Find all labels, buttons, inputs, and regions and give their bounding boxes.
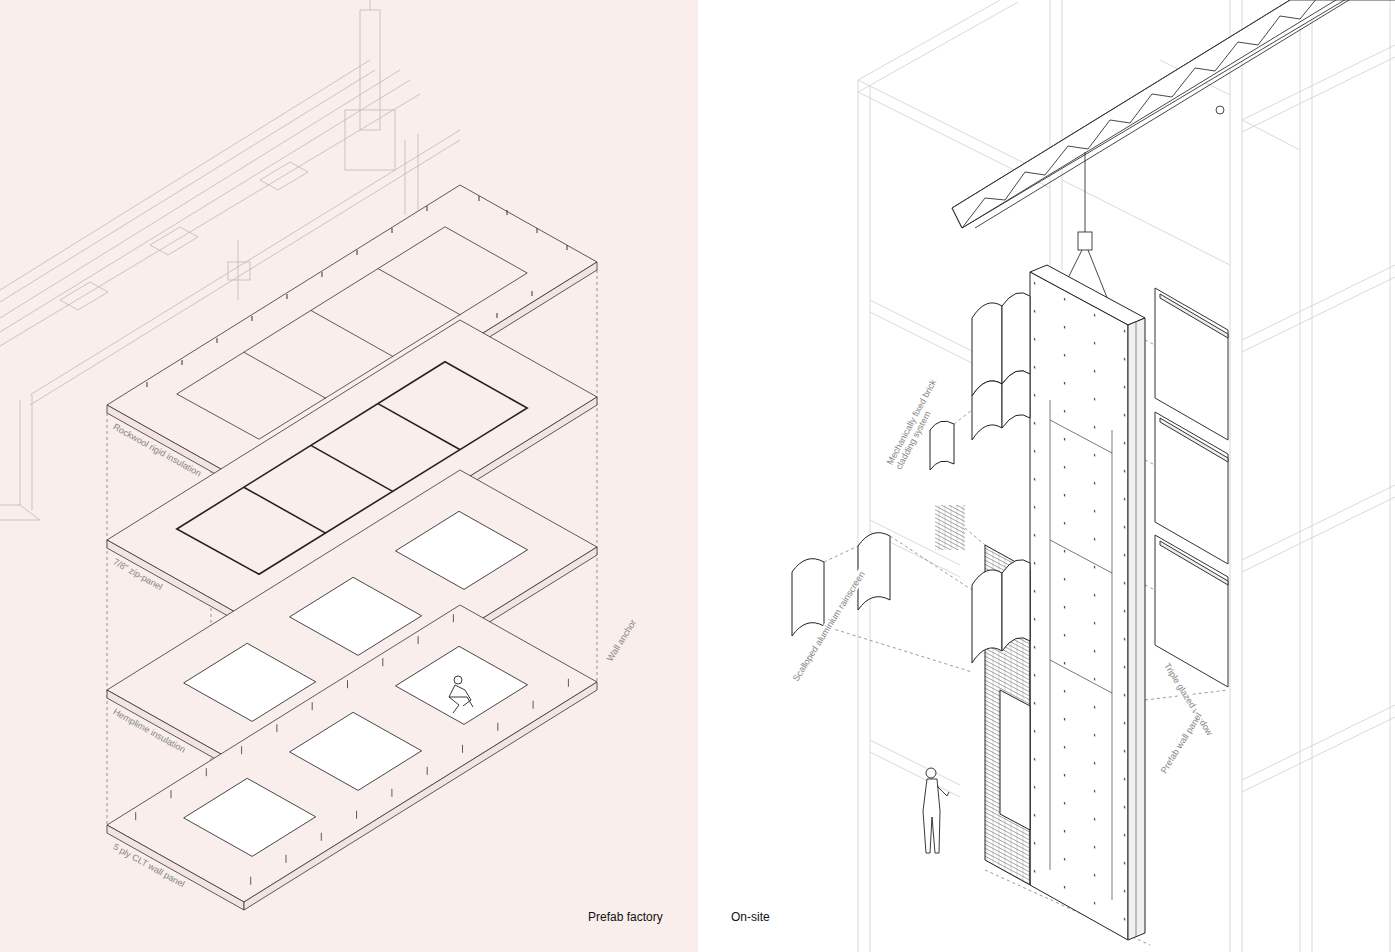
- part-label: Prefab wall panel: [1158, 709, 1205, 776]
- part-label: Mechanically fixed brick cladding system: [884, 364, 955, 473]
- layer-label: Rockwool rigid insulation: [109, 420, 204, 479]
- panel-title: Prefab factory: [586, 911, 665, 925]
- scalloped-rainscreen: [792, 293, 1030, 663]
- crane-truss: [952, 0, 1395, 305]
- person-figure: [923, 768, 949, 853]
- building-frame: [858, 0, 1395, 952]
- worker-figure: [449, 676, 473, 713]
- factory-ground: [0, 0, 698, 952]
- triple-glazed-windows: [1155, 288, 1228, 687]
- part-label: Scalloped aluminium rainscreen: [790, 568, 868, 685]
- clt-layer: [107, 605, 597, 910]
- layer-label: 5 ply CLT wall panel: [109, 840, 188, 890]
- layer-label: Hemplime insulation: [109, 705, 188, 755]
- part-label: Wall anchor: [604, 616, 640, 665]
- layer-label: 7/8" zip-panel: [109, 555, 165, 593]
- panel-title: On-site: [729, 911, 772, 925]
- prefab-wall-panel: [985, 265, 1145, 940]
